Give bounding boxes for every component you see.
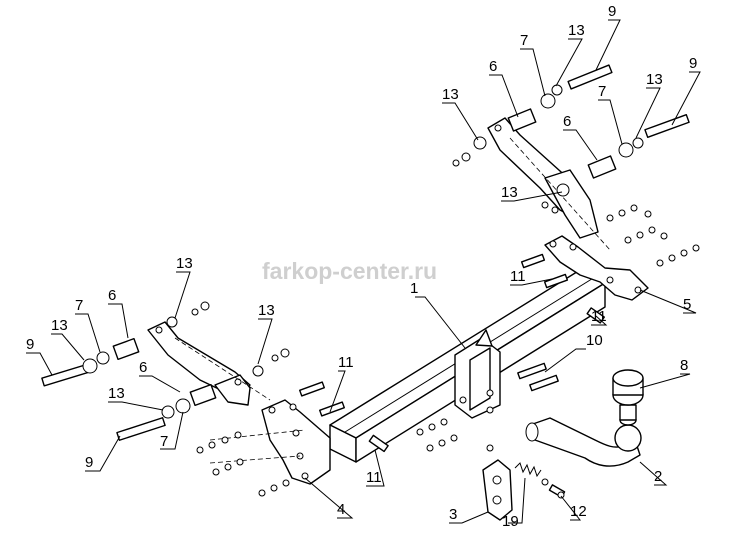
callout-13: 13 <box>258 302 275 319</box>
callout-6: 6 <box>139 359 147 376</box>
bolt-part-12 <box>548 484 566 499</box>
crossbar-part-1 <box>329 269 606 463</box>
callout-13: 13 <box>176 255 193 272</box>
callout-13: 13 <box>646 71 663 88</box>
towball-cap-part-8 <box>612 369 644 406</box>
callout-7: 7 <box>598 83 606 100</box>
callout-7: 7 <box>75 297 83 314</box>
towball-neck-part-2 <box>525 404 642 467</box>
callout-13: 13 <box>51 317 68 334</box>
callout-12: 12 <box>570 503 587 520</box>
callout-13: 13 <box>501 184 518 201</box>
watermark-text: farkop-center.ru <box>262 258 437 284</box>
callout-13: 13 <box>442 86 459 103</box>
callout-9: 9 <box>26 336 34 353</box>
socket-bracket-part-3 <box>482 459 513 521</box>
callout-3: 3 <box>449 506 457 523</box>
callout-8: 8 <box>680 357 688 374</box>
callout-5: 5 <box>683 296 691 313</box>
nut-washer-clusters <box>191 152 700 497</box>
right-bolt-9-top <box>473 64 613 150</box>
callout-9: 9 <box>85 454 93 471</box>
callout-11: 11 <box>591 308 607 325</box>
callout-13: 13 <box>108 385 125 402</box>
callout-11: 11 <box>510 268 526 285</box>
callout-19: 19 <box>502 513 519 530</box>
left-bolt-9-bottom <box>116 365 264 441</box>
callout-11: 11 <box>338 354 354 371</box>
callout-13: 13 <box>568 22 585 39</box>
callout-7: 7 <box>520 32 528 49</box>
callout-1: 1 <box>410 280 418 297</box>
callout-10: 10 <box>586 332 603 349</box>
callout-4: 4 <box>337 501 345 518</box>
callout-7: 7 <box>160 433 168 450</box>
callout-6: 6 <box>489 58 497 75</box>
callout-2: 2 <box>654 468 662 485</box>
leader-lines <box>26 19 701 524</box>
callout-6: 6 <box>563 113 571 130</box>
left-bracket <box>147 321 271 406</box>
left-side-plate-part-4 <box>209 399 331 485</box>
right-bolt-9-bottom <box>556 114 690 197</box>
callout-11: 11 <box>366 469 382 486</box>
right-side-plate-part-5 <box>544 235 649 301</box>
callout-9: 9 <box>608 3 616 20</box>
callout-6: 6 <box>108 287 116 304</box>
left-bolt-9-top <box>41 316 178 387</box>
spring-part-19 <box>514 462 549 486</box>
callout-9: 9 <box>689 55 697 72</box>
callout-labels: 9 13 7 6 13 7 9 6 13 13 5 11 1 11 10 8 1… <box>26 3 697 530</box>
